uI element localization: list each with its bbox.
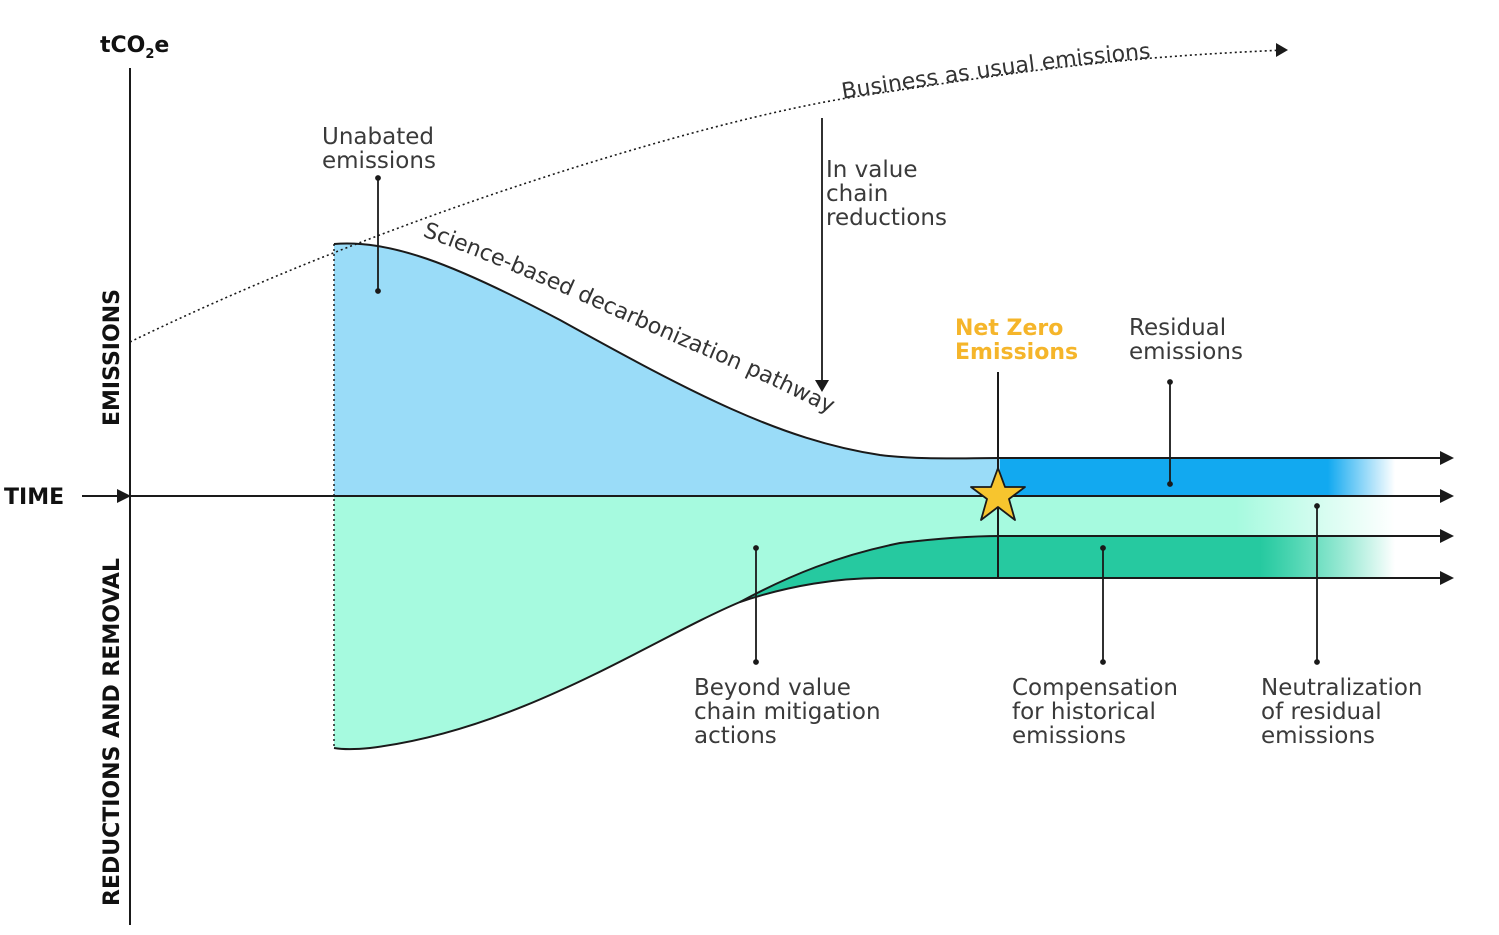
emissions-area <box>334 243 1000 496</box>
business-as-usual-curve <box>129 49 1286 343</box>
compensation-arrow-icon <box>1440 529 1454 543</box>
business-as-usual-label: Business as usual emissions <box>840 39 1152 104</box>
residual-arrow-icon <box>1440 451 1454 465</box>
compensation-bottom-arrow-icon <box>1440 571 1454 585</box>
leader-lines <box>375 118 1320 665</box>
compensation-label: Compensation for historical emissions <box>1012 675 1185 749</box>
sbti-pathway-curve <box>333 242 1001 460</box>
time-axis-label: TIME <box>4 485 64 510</box>
time-axis-arrow-icon <box>117 489 131 503</box>
removal-lower-curve <box>333 577 1000 751</box>
bau-arrowhead-icon <box>1276 43 1288 57</box>
in-value-chain-label: In value chain reductions <box>826 157 947 231</box>
emissions-section-label: EMISSIONS <box>100 289 125 426</box>
y-axis-unit-label: tCO2e <box>100 33 169 62</box>
compensation-upper-curve <box>739 535 1001 603</box>
residual-emissions-label: Residual emissions <box>1129 315 1243 365</box>
neutralization-label: Neutralization of residual emissions <box>1261 675 1430 749</box>
net-zero-star-icon <box>970 467 1026 521</box>
time-axis-end-arrow-icon <box>1440 489 1454 503</box>
compensation-area <box>740 536 1395 602</box>
net-zero-label: Net Zero Emissions <box>955 316 1078 365</box>
beyond-value-chain-label: Beyond value chain mitigation actions <box>694 675 888 749</box>
unabated-emissions-label: Unabated emissions <box>322 124 441 174</box>
residual-emissions-area <box>1000 458 1395 496</box>
reductions-removal-section-label: REDUCTIONS AND REMOVAL <box>100 558 125 906</box>
